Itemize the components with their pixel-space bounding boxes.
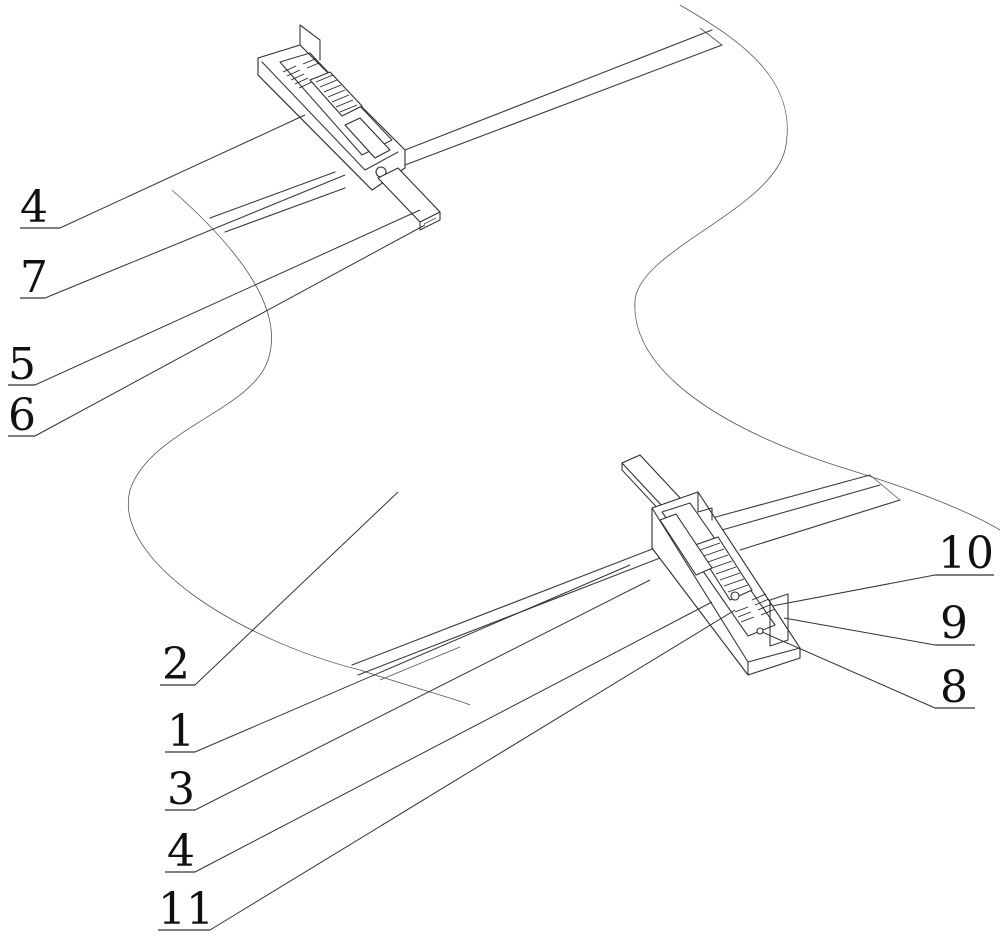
ref-label-5: 5 (8, 339, 36, 390)
ref-label-11: 11 (158, 884, 214, 935)
upper-device (257, 24, 441, 231)
leader-lines (8, 114, 994, 931)
channel-right-curve (634, 4, 1000, 531)
ref-label-2: 2 (162, 639, 190, 690)
channel-left-curve (127, 189, 471, 706)
ref-label-9: 9 (940, 598, 968, 649)
ref-label-4-lower: 4 (167, 826, 195, 877)
ref-label-7: 7 (20, 252, 48, 303)
ref-label-8: 8 (940, 662, 968, 713)
ref-label-3: 3 (167, 764, 195, 815)
ref-label-10: 10 (938, 528, 994, 579)
ref-label-4-upper: 4 (20, 182, 48, 233)
upper-rail (209, 27, 723, 233)
ref-label-6: 6 (8, 390, 36, 441)
lower-device (621, 454, 801, 676)
ref-label-1: 1 (167, 706, 195, 757)
